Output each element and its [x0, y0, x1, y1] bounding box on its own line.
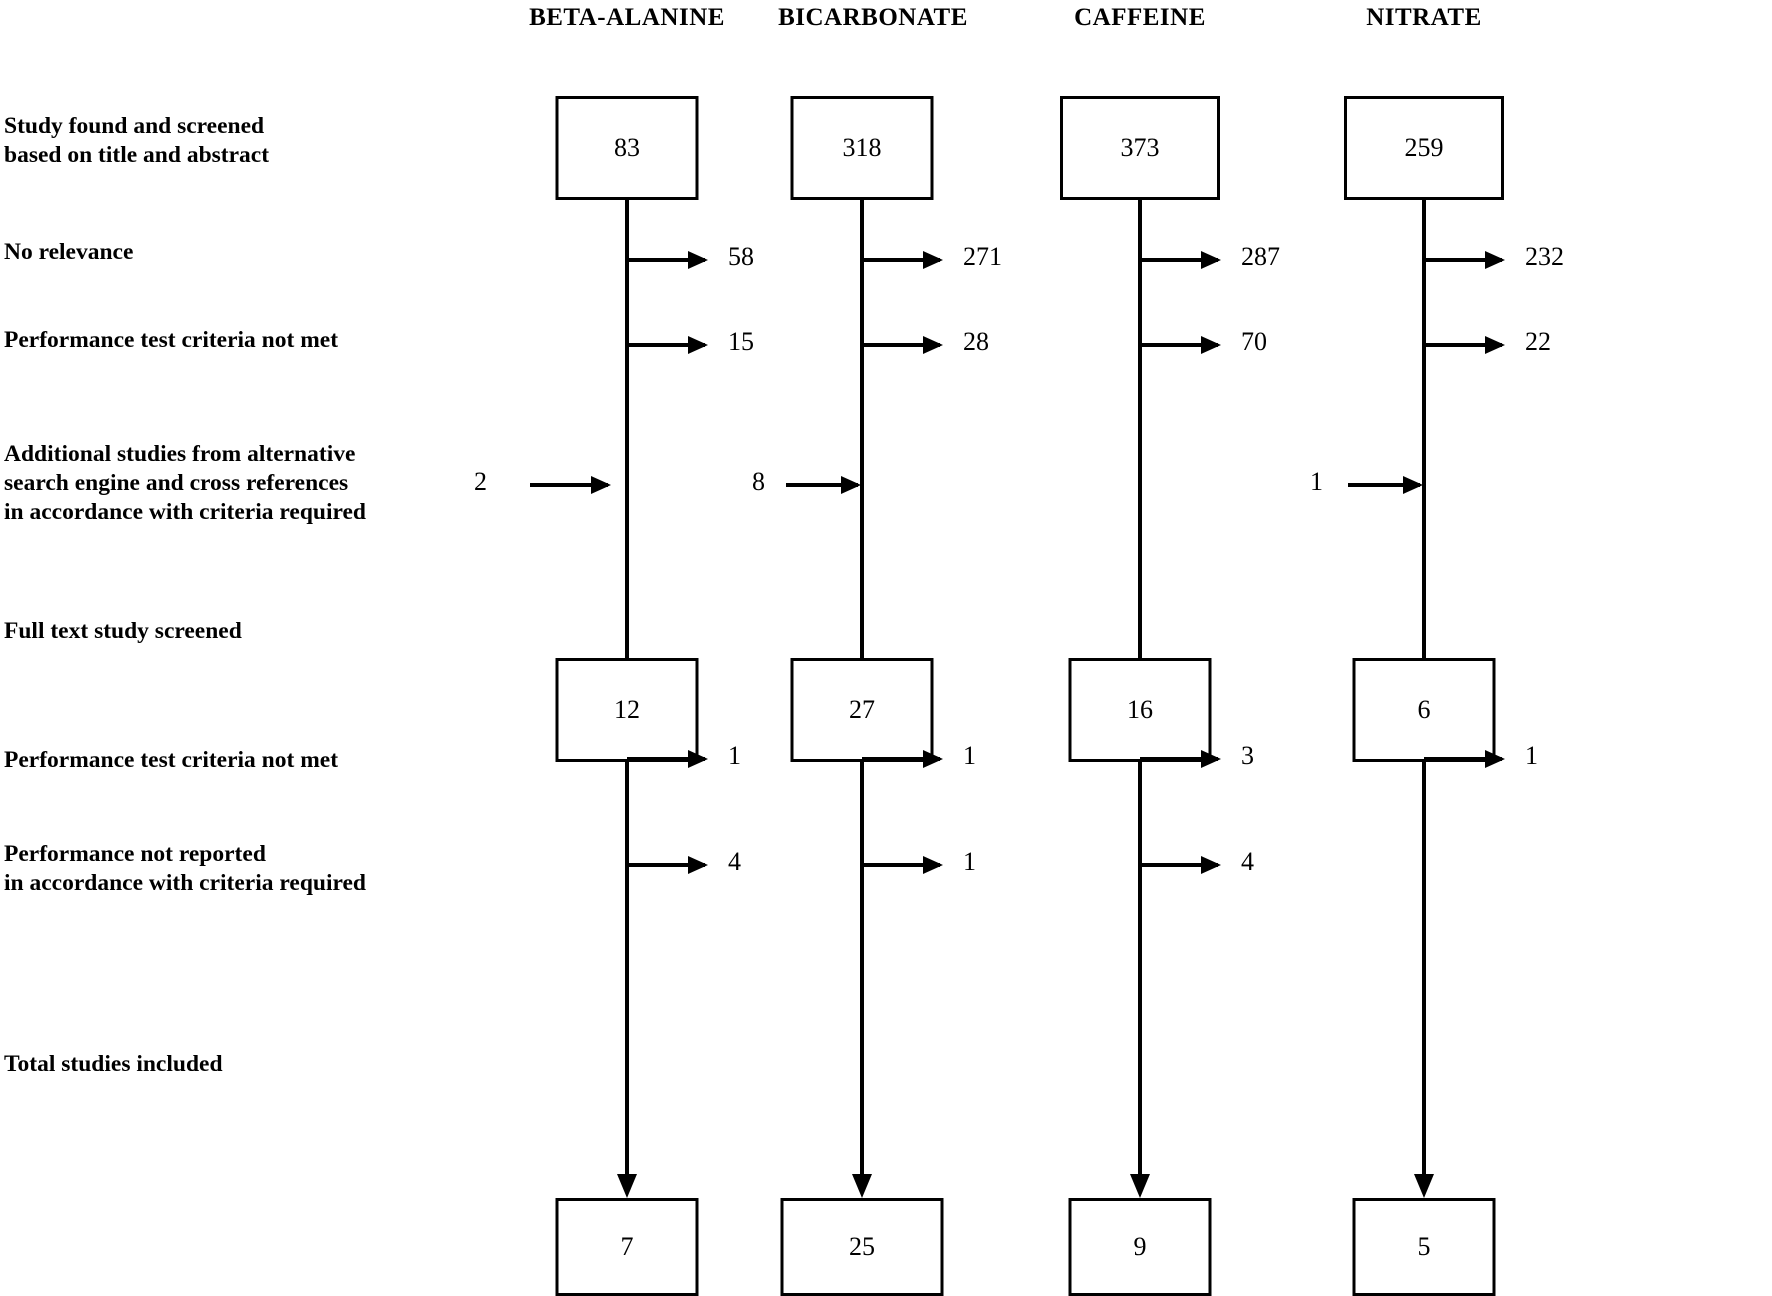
node-screened-nitrate: 259	[1344, 96, 1504, 200]
exclusion-value-no-relevance-nitrate: 232	[1525, 242, 1564, 271]
addition-value-nitrate: 1	[1310, 467, 1323, 496]
node-total-beta-alanine: 7	[555, 1198, 699, 1296]
exclusion-value-no-relevance-beta-alanine: 58	[728, 242, 754, 271]
node-screened-beta-alanine: 83	[555, 96, 699, 200]
row-label-full-text: Full text study screened	[4, 618, 242, 644]
trunk-bicarbonate-upper	[860, 200, 864, 658]
row-label-perf-criteria-1: Performance test criteria not met	[4, 327, 339, 353]
exclusion-arrow-perf-criteria-2-beta-alanine	[627, 757, 705, 761]
node-full-text-nitrate: 6	[1352, 658, 1496, 762]
exclusion-arrow-perf-criteria-2-nitrate	[1424, 757, 1502, 761]
node-full-text-beta-alanine: 12	[555, 658, 699, 762]
exclusion-arrow-perf-not-reported-bicarbonate	[862, 863, 940, 867]
exclusion-value-perf-criteria-2-caffeine: 3	[1241, 741, 1254, 770]
exclusion-value-perf-criteria-1-bicarbonate: 28	[963, 327, 989, 356]
row-label-screened: Study found and screened based on title …	[4, 113, 270, 168]
node-value: 16	[1127, 695, 1153, 724]
exclusion-arrow-perf-criteria-2-bicarbonate	[862, 757, 940, 761]
exclusion-arrow-perf-criteria-2-caffeine	[1140, 757, 1218, 761]
exclusion-value-no-relevance-caffeine: 287	[1241, 242, 1280, 271]
row-label-total-included: Total studies included	[4, 1051, 223, 1077]
node-value: 6	[1417, 695, 1431, 724]
exclusion-arrow-no-relevance-nitrate	[1424, 258, 1502, 262]
trunk-beta-alanine-lower	[625, 762, 629, 1186]
trunk-caffeine-upper	[1138, 200, 1142, 658]
row-label-no-relevance: No relevance	[4, 239, 134, 265]
arrow-head-beta-alanine	[617, 1174, 637, 1198]
node-full-text-caffeine: 16	[1068, 658, 1212, 762]
exclusion-arrow-perf-not-reported-caffeine	[1140, 863, 1218, 867]
trunk-bicarbonate-lower	[860, 762, 864, 1186]
node-screened-caffeine: 373	[1060, 96, 1220, 200]
exclusion-value-perf-not-reported-caffeine: 4	[1241, 847, 1254, 876]
exclusion-value-perf-not-reported-bicarbonate: 1	[963, 847, 976, 876]
node-full-text-bicarbonate: 27	[790, 658, 934, 762]
column-header-caffeine: CAFFEINE	[1074, 4, 1206, 31]
addition-arrow-beta-alanine	[530, 483, 608, 487]
column-header-nitrate: NITRATE	[1366, 4, 1482, 31]
exclusion-arrow-no-relevance-bicarbonate	[862, 258, 940, 262]
exclusion-arrow-no-relevance-caffeine	[1140, 258, 1218, 262]
node-value: 373	[1120, 133, 1160, 162]
exclusion-value-perf-criteria-2-bicarbonate: 1	[963, 741, 976, 770]
node-total-caffeine: 9	[1068, 1198, 1212, 1296]
addition-arrow-bicarbonate	[786, 483, 858, 487]
exclusion-value-perf-criteria-1-beta-alanine: 15	[728, 327, 754, 356]
node-value: 25	[849, 1232, 875, 1261]
node-value: 259	[1404, 133, 1444, 162]
arrow-head-bicarbonate	[852, 1174, 872, 1198]
node-total-bicarbonate: 25	[780, 1198, 944, 1296]
node-value: 83	[614, 133, 640, 162]
node-value: 12	[614, 695, 640, 724]
node-screened-bicarbonate: 318	[790, 96, 934, 200]
trunk-caffeine-lower	[1138, 762, 1142, 1186]
arrow-head-caffeine	[1130, 1174, 1150, 1198]
exclusion-arrow-perf-criteria-1-beta-alanine	[627, 343, 705, 347]
row-label-perf-criteria-2: Performance test criteria not met	[4, 747, 339, 773]
exclusion-arrow-perf-not-reported-beta-alanine	[627, 863, 705, 867]
exclusion-arrow-perf-criteria-1-caffeine	[1140, 343, 1218, 347]
column-header-beta-alanine: BETA-ALANINE	[529, 4, 725, 31]
trunk-nitrate-upper	[1422, 200, 1426, 658]
exclusion-arrow-no-relevance-beta-alanine	[627, 258, 705, 262]
exclusion-value-perf-criteria-2-beta-alanine: 1	[728, 741, 741, 770]
exclusion-arrow-perf-criteria-1-bicarbonate	[862, 343, 940, 347]
column-header-bicarbonate: BICARBONATE	[778, 4, 968, 31]
addition-arrow-nitrate	[1348, 483, 1420, 487]
exclusion-value-perf-criteria-1-nitrate: 22	[1525, 327, 1551, 356]
arrow-head-nitrate	[1414, 1174, 1434, 1198]
exclusion-value-perf-criteria-2-nitrate: 1	[1525, 741, 1538, 770]
trunk-nitrate-lower	[1422, 762, 1426, 1186]
node-total-nitrate: 5	[1352, 1198, 1496, 1296]
node-value: 318	[842, 133, 882, 162]
exclusion-value-perf-not-reported-beta-alanine: 4	[728, 847, 741, 876]
node-value: 5	[1417, 1232, 1431, 1261]
exclusion-value-perf-criteria-1-caffeine: 70	[1241, 327, 1267, 356]
exclusion-value-no-relevance-bicarbonate: 271	[963, 242, 1002, 271]
row-label-additional-studies: Additional studies from alternative sear…	[4, 441, 367, 525]
trunk-beta-alanine-upper	[625, 200, 629, 658]
node-value: 27	[849, 695, 875, 724]
exclusion-arrow-perf-criteria-1-nitrate	[1424, 343, 1502, 347]
node-value: 9	[1133, 1232, 1147, 1261]
node-value: 7	[620, 1232, 634, 1261]
addition-value-beta-alanine: 2	[474, 467, 487, 496]
row-label-perf-not-reported: Performance not reported in accordance w…	[4, 841, 367, 896]
addition-value-bicarbonate: 8	[752, 467, 765, 496]
